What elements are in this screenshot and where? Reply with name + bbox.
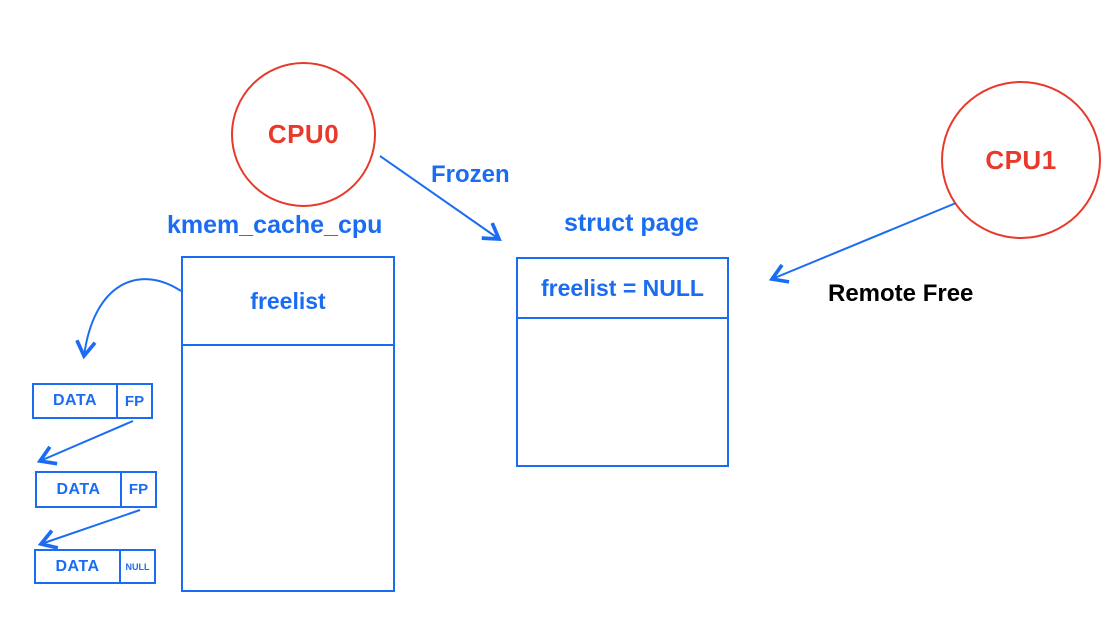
cpu0-node: CPU0 xyxy=(231,62,376,207)
kmem-cache-cpu-box: freelist xyxy=(181,256,395,592)
object-1-fp-cell: FP xyxy=(124,392,145,410)
remote-free-edge-label: Remote Free xyxy=(828,280,974,307)
cpu1-label: CPU1 xyxy=(985,144,1057,175)
cpu0-label: CPU0 xyxy=(267,119,340,149)
remote-free-arrow xyxy=(768,202,957,284)
cpu1-node: CPU1 xyxy=(941,81,1101,239)
page-freelist-field: freelist = NULL xyxy=(518,259,727,319)
freelist-object-1: DATA FP xyxy=(32,383,153,419)
object-3-null-cell: NULL xyxy=(125,561,150,572)
freelist-object-3: DATA NULL xyxy=(34,549,156,584)
struct-page-box: freelist = NULL xyxy=(516,257,729,467)
kmem-freelist-field: freelist xyxy=(183,258,393,346)
freelist-curved-arrow xyxy=(75,278,182,360)
struct-page-title: struct page xyxy=(564,209,699,237)
object-2-fp-cell: FP xyxy=(128,481,149,498)
frozen-edge-label: Frozen xyxy=(431,161,510,188)
page-freelist-label: freelist = NULL xyxy=(541,274,704,301)
fp-arrow-object2-to-object3 xyxy=(37,509,141,550)
kmem-freelist-label: freelist xyxy=(250,287,326,314)
object-3-data-cell: DATA xyxy=(36,551,121,582)
kmem-cache-cpu-title: kmem_cache_cpu xyxy=(167,211,383,239)
fp-arrow-object1-to-object2 xyxy=(36,420,134,466)
object-2-data-cell: DATA xyxy=(37,473,122,506)
freelist-object-2: DATA FP xyxy=(35,471,157,508)
object-1-data-cell: DATA xyxy=(34,385,118,417)
